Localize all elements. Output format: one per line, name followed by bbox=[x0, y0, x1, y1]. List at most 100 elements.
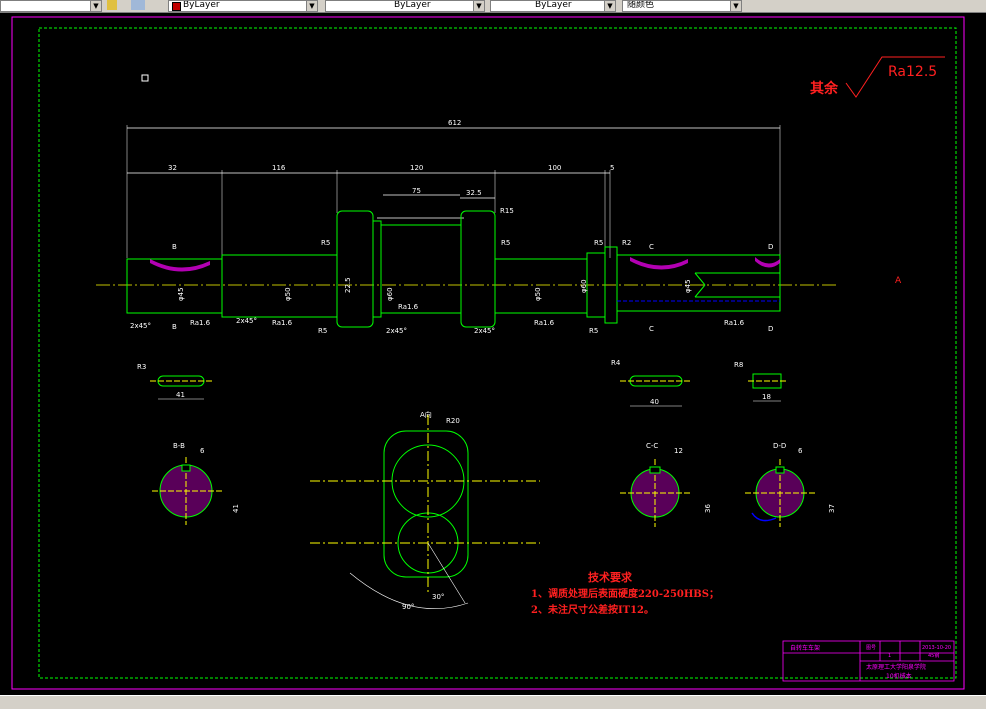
keyway-hatch-1 bbox=[150, 259, 210, 272]
ra-5: Ra1.6 bbox=[724, 319, 745, 327]
svg-text:A向: A向 bbox=[420, 410, 432, 419]
svg-text:30°: 30° bbox=[432, 593, 444, 601]
svg-text:φ50: φ50 bbox=[284, 287, 292, 301]
plotstyle-select[interactable]: 随颜色 ▼ bbox=[622, 0, 742, 12]
svg-text:C-C: C-C bbox=[646, 442, 658, 450]
section-label-b1: B bbox=[172, 243, 177, 251]
roughness-main-value: Ra12.5 bbox=[888, 64, 937, 80]
svg-text:R3: R3 bbox=[137, 363, 146, 371]
svg-text:R4: R4 bbox=[611, 359, 621, 367]
chevron-down-icon[interactable]: ▼ bbox=[730, 1, 741, 11]
layer-state-icon[interactable] bbox=[107, 0, 117, 10]
ra-4: Ra1.6 bbox=[534, 319, 555, 327]
plotstyle-select-value: 随颜色 bbox=[627, 0, 655, 10]
svg-text:22.5: 22.5 bbox=[344, 277, 352, 293]
ra-3: Ra1.6 bbox=[398, 303, 419, 311]
section-a-view: A向 90° 30° R20 bbox=[310, 410, 540, 611]
shaft-diameters: φ45 φ50 22.5 φ60 φ50 φ60 φ45 bbox=[177, 277, 692, 301]
seg-116: 116 bbox=[272, 164, 286, 172]
layer-properties-icon[interactable] bbox=[131, 0, 145, 10]
keyway-hatch-3 bbox=[755, 257, 780, 268]
svg-text:B-B: B-B bbox=[173, 442, 185, 450]
svg-text:41: 41 bbox=[176, 391, 185, 399]
title-block bbox=[782, 640, 955, 682]
radius-2: R5 bbox=[501, 239, 510, 247]
linetype-select-value: ByLayer bbox=[394, 0, 431, 10]
color-combo[interactable]: ByLayer ▼ bbox=[0, 0, 102, 12]
roughness-symbol-icon bbox=[845, 56, 945, 98]
shaft-profile bbox=[126, 210, 781, 328]
overall-length-text: 612 bbox=[448, 119, 461, 127]
chevron-down-icon[interactable]: ▼ bbox=[473, 1, 484, 11]
dim-325: 32.5 bbox=[466, 189, 482, 197]
svg-text:37: 37 bbox=[828, 504, 836, 513]
svg-text:φ45: φ45 bbox=[177, 287, 185, 301]
tech-req-line1: 1、调质处理后表面硬度220-250HBS； bbox=[531, 587, 719, 600]
title-cell-2: 图号 bbox=[866, 645, 876, 651]
svg-text:φ50: φ50 bbox=[534, 287, 542, 301]
color-select[interactable]: ByLayer ▼ bbox=[168, 0, 318, 12]
status-bar bbox=[0, 695, 986, 709]
lineweight-select-value: ByLayer bbox=[535, 0, 572, 10]
keyway-hatch-2 bbox=[630, 257, 688, 270]
svg-text:D-D: D-D bbox=[773, 442, 786, 450]
radius-3: R5 bbox=[594, 239, 603, 247]
svg-text:φ45: φ45 bbox=[684, 279, 692, 293]
chamfer-2: 2x45° bbox=[236, 317, 257, 325]
tech-req-title: 技术要求 bbox=[588, 570, 633, 584]
section-label-a: A bbox=[895, 276, 902, 286]
radius-6: R2 bbox=[622, 239, 631, 247]
svg-text:R20: R20 bbox=[446, 417, 460, 425]
lineweight-select[interactable]: ByLayer ▼ bbox=[490, 0, 616, 12]
chevron-down-icon[interactable]: ▼ bbox=[604, 1, 615, 11]
chamfer-1: 2x45° bbox=[130, 322, 151, 330]
linetype-select[interactable]: ByLayer ▼ bbox=[325, 0, 485, 12]
title-cell-6: 太原理工大学阳泉学院 bbox=[866, 663, 926, 671]
keyway-detail-2: 40 R4 bbox=[611, 359, 690, 407]
drawing-canvas[interactable]: 其余 Ra12.5 612 32 116 120 100 5 75 32.5 bbox=[0, 13, 986, 695]
title-cell-5: 45钢 bbox=[928, 652, 939, 659]
svg-text:40: 40 bbox=[650, 398, 659, 406]
chamfer-3: 2x45° bbox=[386, 327, 407, 335]
cursor-pickbox bbox=[141, 74, 149, 82]
title-cell-3: 1 bbox=[888, 653, 891, 659]
svg-text:φ60: φ60 bbox=[386, 287, 394, 301]
section-label-c2: C bbox=[649, 325, 654, 333]
svg-text:41: 41 bbox=[232, 504, 240, 513]
radius-5: R5 bbox=[589, 327, 598, 335]
title-cell-1: 自转车车架 bbox=[790, 644, 820, 652]
svg-text:18: 18 bbox=[762, 393, 771, 401]
properties-toolbar: ByLayer ▼ ByLayer ▼ ByLayer ▼ ByLayer ▼ … bbox=[0, 0, 986, 13]
section-label-d1: D bbox=[768, 243, 773, 251]
section-label-b2: B bbox=[172, 323, 177, 331]
color-select-value: ByLayer bbox=[183, 0, 220, 10]
title-cell-4: 2013-10-20 bbox=[922, 645, 951, 651]
chamfer-4: 2x45° bbox=[474, 327, 495, 335]
rest-roughness-note: 其余 bbox=[810, 80, 839, 97]
svg-text:12: 12 bbox=[674, 447, 683, 455]
seg-32: 32 bbox=[168, 164, 177, 172]
radius-4: R5 bbox=[318, 327, 327, 335]
svg-text:6: 6 bbox=[200, 447, 205, 455]
radius-7: R15 bbox=[500, 207, 514, 215]
section-cc: C-C 12 36 bbox=[620, 442, 712, 527]
chevron-down-icon[interactable]: ▼ bbox=[306, 1, 317, 11]
keyway-detail-3: 18 R8 bbox=[734, 361, 788, 402]
drawing-border bbox=[38, 27, 957, 679]
section-label-c1: C bbox=[649, 243, 654, 251]
svg-text:90°: 90° bbox=[402, 603, 414, 611]
chevron-down-icon[interactable]: ▼ bbox=[90, 1, 101, 11]
ra-1: Ra1.6 bbox=[190, 319, 211, 327]
keyway-detail-1: 41 R3 bbox=[137, 363, 212, 400]
section-dd: D-D 6 37 bbox=[745, 442, 836, 527]
ra-2: Ra1.6 bbox=[272, 319, 293, 327]
title-cell-7: 10机械本 bbox=[886, 672, 912, 680]
tech-req-line2: 2、未注尺寸公差按IT12。 bbox=[531, 603, 654, 616]
section-bb: B-B 6 41 bbox=[152, 442, 240, 525]
seg-100: 100 bbox=[548, 164, 561, 172]
paper-frame bbox=[11, 16, 965, 690]
svg-text:6: 6 bbox=[798, 447, 803, 455]
seg-5: 5 bbox=[610, 164, 614, 172]
section-label-d2: D bbox=[768, 325, 773, 333]
svg-text:φ60: φ60 bbox=[580, 279, 588, 293]
